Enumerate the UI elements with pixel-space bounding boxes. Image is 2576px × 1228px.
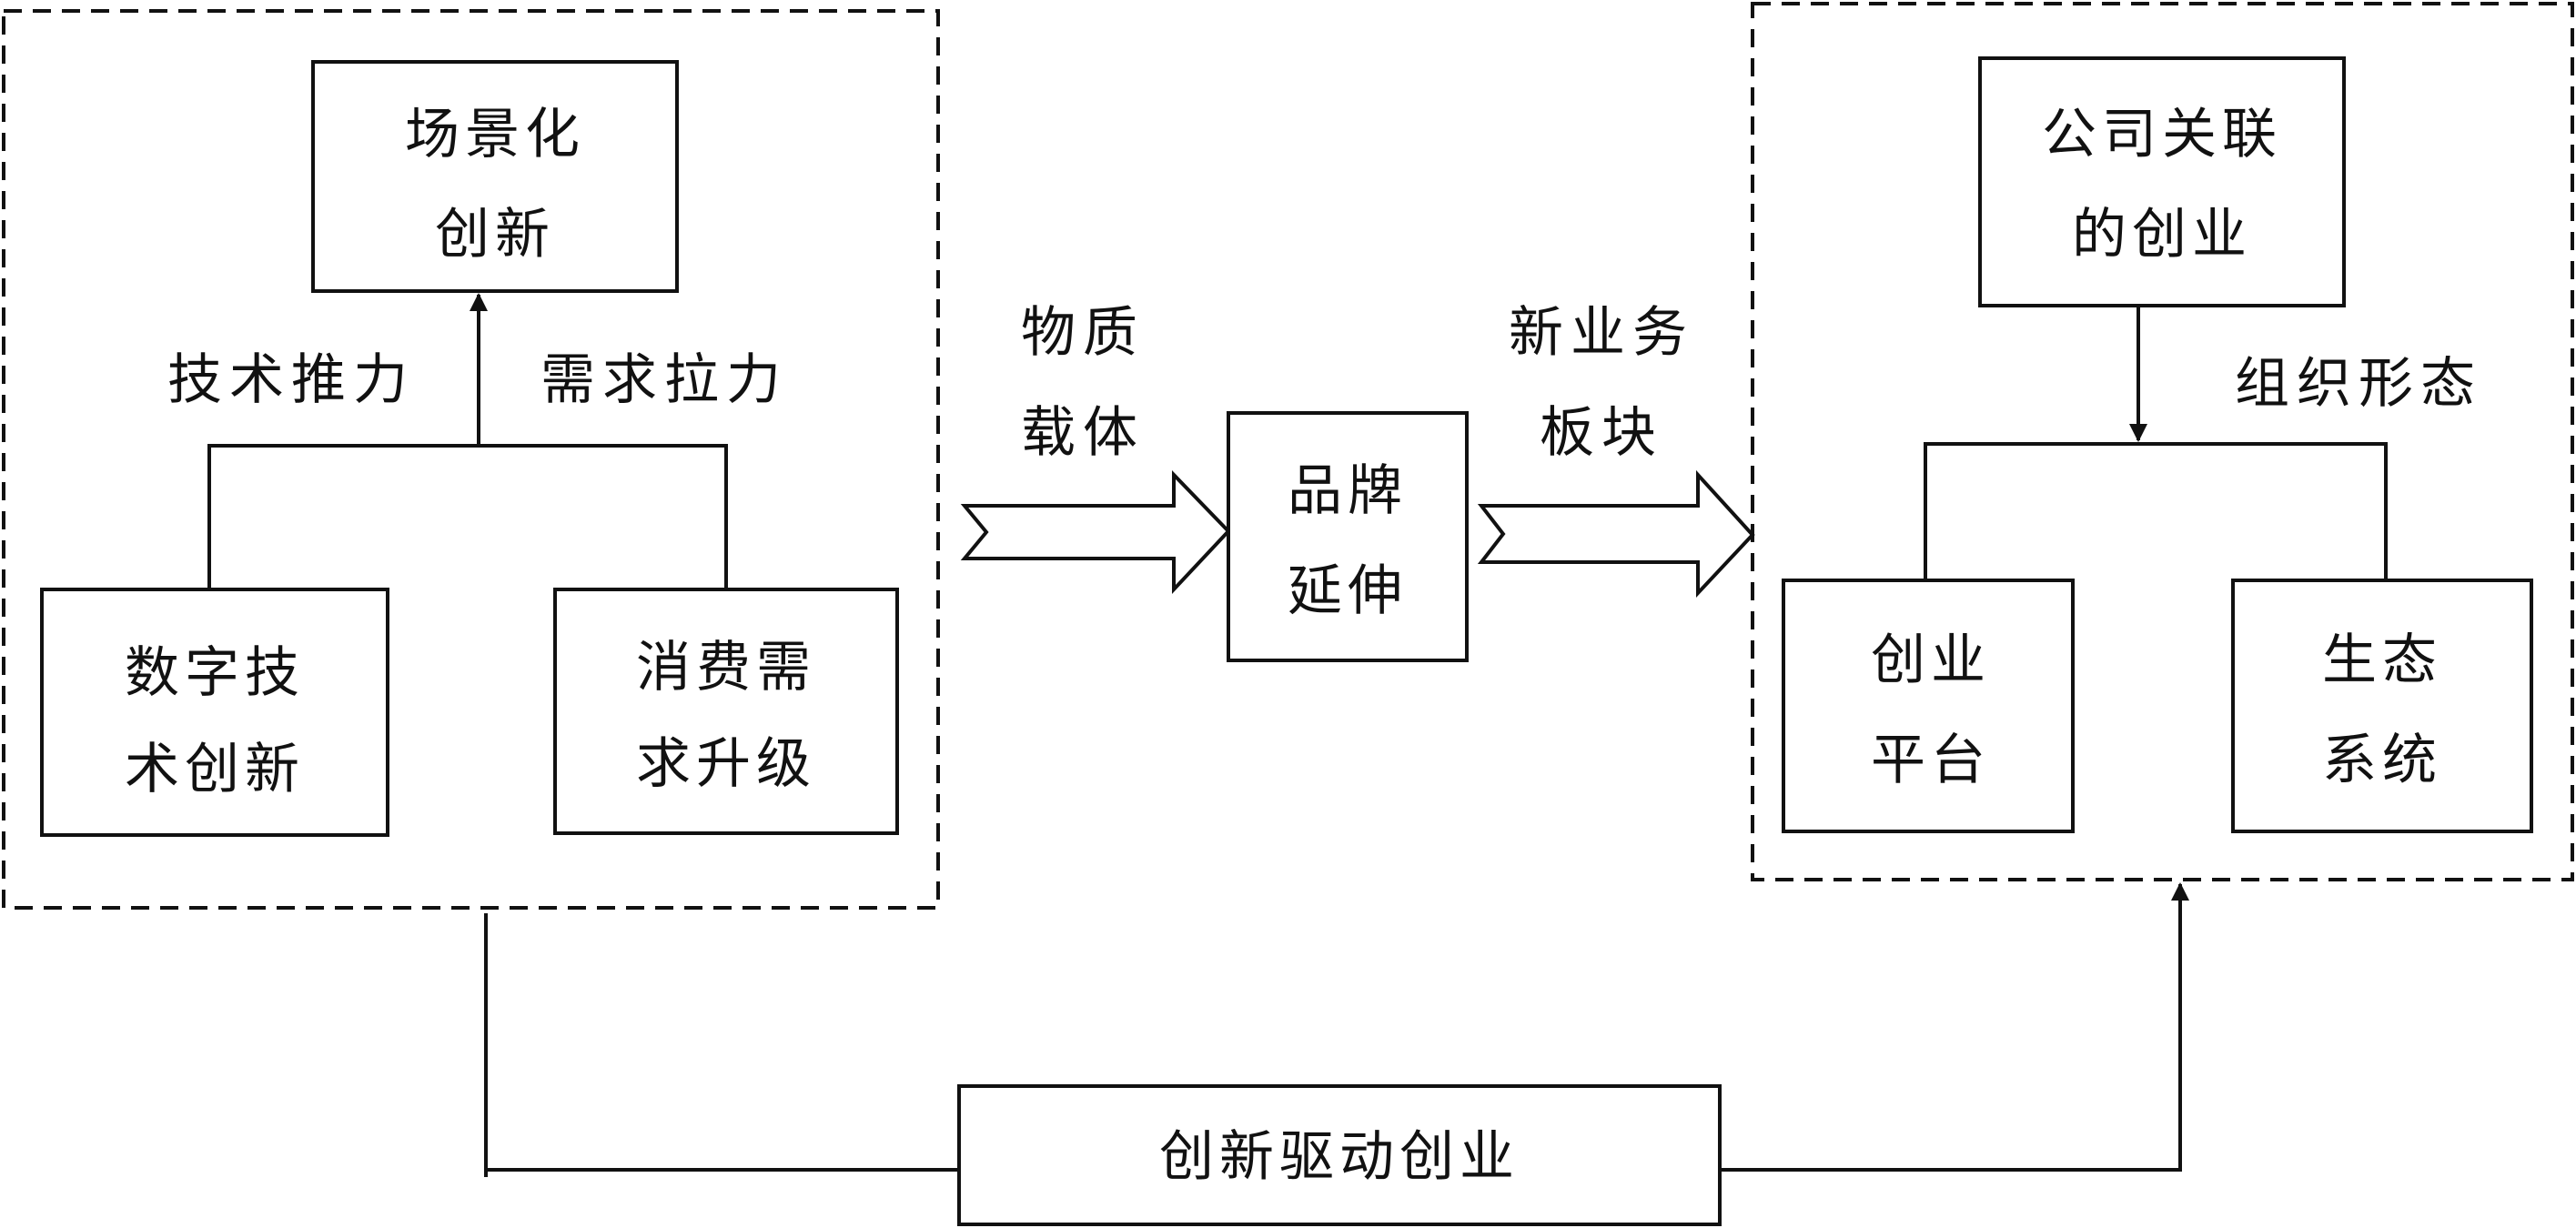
scenario-innovation-line-2: 创新 <box>435 203 555 267</box>
material-carrier-block-arrow <box>960 470 1231 595</box>
innovation-driven-venture-node: 创新驱动创业 <box>957 1084 1722 1226</box>
scenario-innovation-node: 场景化 创新 <box>311 60 679 293</box>
material-carrier-label-line-1: 物质 <box>1021 301 1145 365</box>
innovation-driven-venture-right-arrow <box>1720 882 2189 1172</box>
scenario-innovation-line-1: 场景化 <box>405 103 585 166</box>
material-carrier-label-line-2: 载体 <box>1021 401 1145 465</box>
company-related-venture-node: 公司关联 的创业 <box>1978 56 2346 307</box>
brand-extension-line-2: 延伸 <box>1288 559 1408 623</box>
consumer-demand-upgrade-node: 消费需 求升级 <box>553 588 899 835</box>
digital-tech-innovation-line-2: 术创新 <box>125 738 305 801</box>
venture-platform-line-2: 平台 <box>1871 729 1991 792</box>
digital-tech-innovation-node: 数字技 术创新 <box>40 588 389 837</box>
brand-extension-node: 品牌 延伸 <box>1227 411 1469 662</box>
digital-tech-innovation-line-1: 数字技 <box>125 641 305 705</box>
innovation-driven-venture-label: 创新驱动创业 <box>1159 1125 1520 1189</box>
company-related-venture-line-2: 的创业 <box>2072 203 2252 267</box>
ecosystem-line-2: 系统 <box>2322 729 2442 792</box>
new-business-segment-label-line-1: 新业务 <box>1509 301 1694 365</box>
tech-demand-merge-connector <box>207 444 728 588</box>
new-business-segment-label-line-2: 板块 <box>1540 401 1663 465</box>
venture-platform-line-1: 创业 <box>1871 629 1991 692</box>
venture-platform-node: 创业 平台 <box>1782 579 2075 833</box>
tech-push-label: 技术推力 <box>167 348 415 412</box>
new-business-block-arrow <box>1477 469 1755 599</box>
innovation-source-group <box>2 9 940 910</box>
demand-pull-label: 需求拉力 <box>540 348 788 412</box>
consumer-demand-upgrade-line-1: 消费需 <box>636 636 816 700</box>
ecosystem-line-1: 生态 <box>2322 629 2442 692</box>
organization-form-label: 组织形态 <box>2235 352 2482 416</box>
consumer-demand-upgrade-line-2: 求升级 <box>636 732 816 796</box>
venture-form-group <box>1751 2 2574 881</box>
ecosystem-node: 生态 系统 <box>2231 579 2533 833</box>
brand-extension-line-1: 品牌 <box>1288 459 1408 523</box>
company-related-venture-line-1: 公司关联 <box>2042 103 2282 166</box>
organization-form-split-connector <box>1924 442 2388 580</box>
